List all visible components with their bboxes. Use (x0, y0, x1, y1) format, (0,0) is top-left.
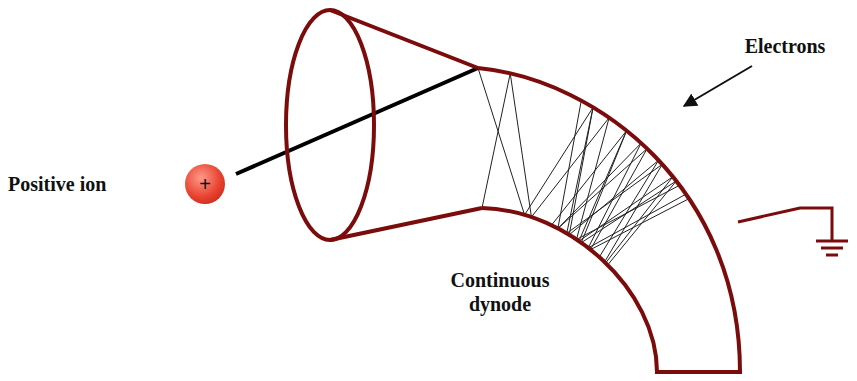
ground-wire (738, 208, 832, 240)
positive-ion: + (185, 164, 225, 204)
electron-path (558, 149, 689, 250)
electrons-label: Electrons (720, 34, 850, 58)
dynode-outer-wall (478, 68, 740, 372)
charge-sign: + (199, 174, 211, 194)
electron-path (558, 101, 686, 248)
electron-path (551, 131, 672, 263)
ground-symbol (816, 240, 848, 243)
horn-bottom (330, 208, 482, 240)
dynode-exit (655, 370, 742, 374)
leader-arrow (684, 66, 752, 106)
ion-label: Positive ion (8, 172, 168, 196)
dynode-label: Continuous dynode (425, 268, 575, 316)
ground-symbol (821, 247, 843, 250)
electron-path (581, 131, 676, 265)
electron-path (569, 107, 658, 257)
electron-paths (478, 68, 689, 265)
dynode-opening (286, 10, 374, 240)
ground-symbol (826, 254, 838, 257)
ion-trajectory (236, 68, 478, 174)
horn-top (330, 10, 478, 68)
